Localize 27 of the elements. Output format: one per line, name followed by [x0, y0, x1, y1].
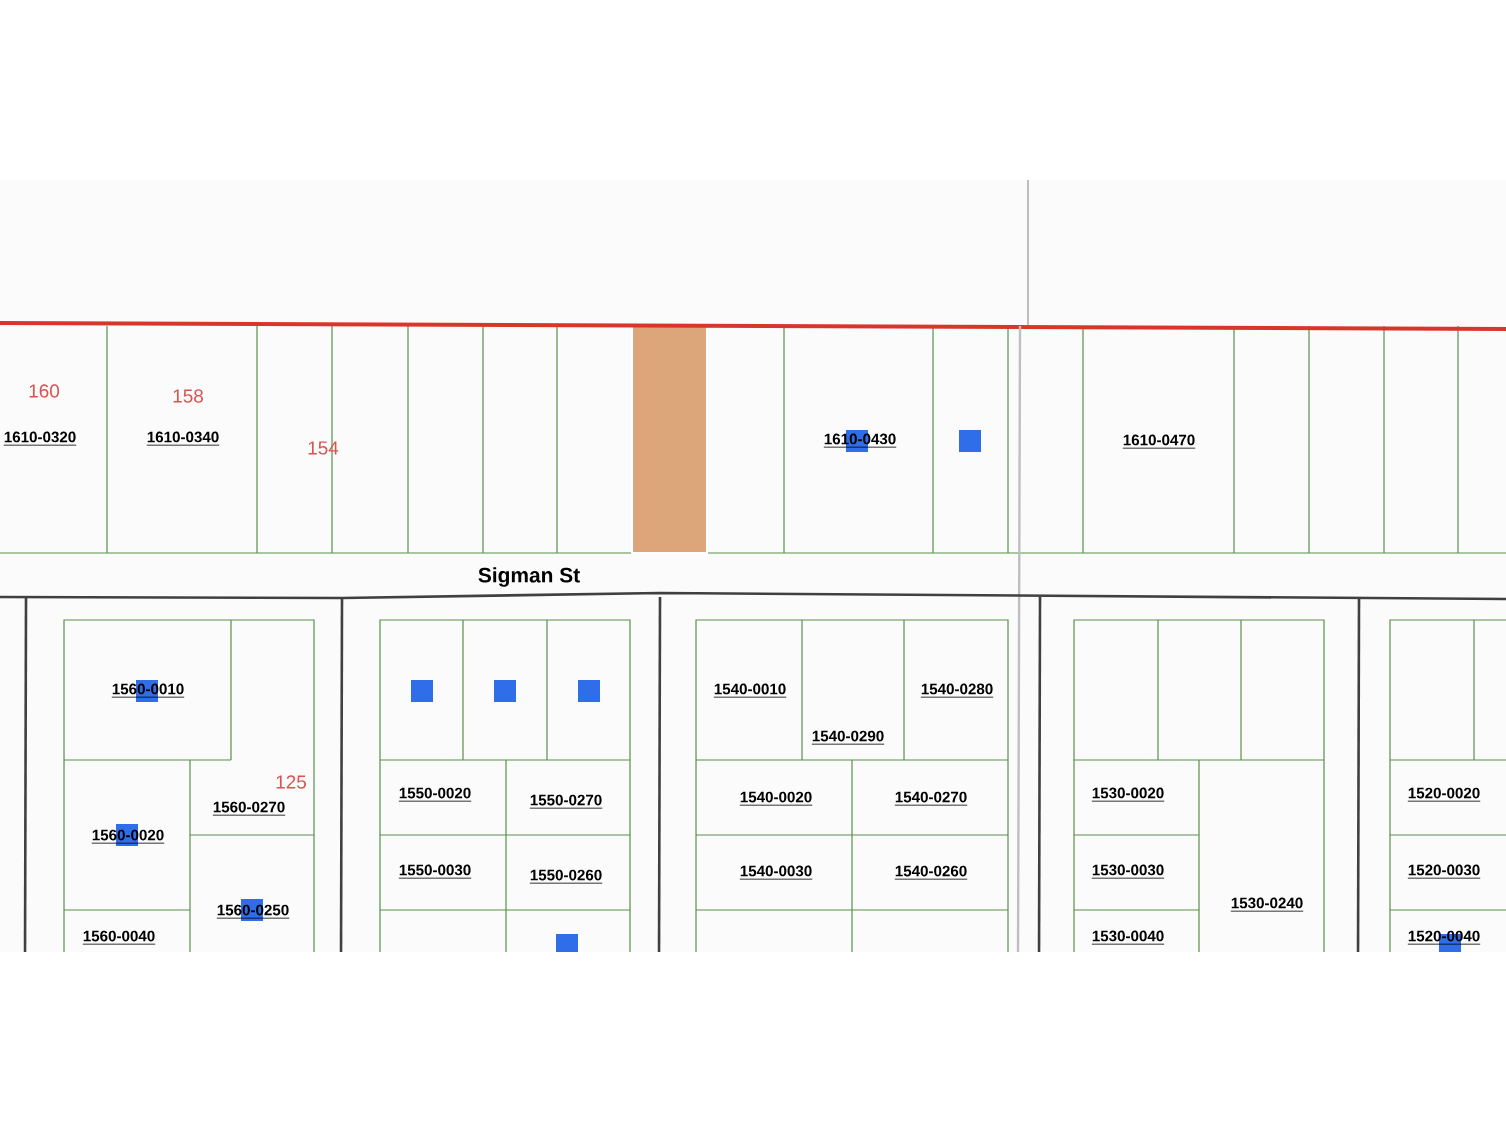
parcel-number: 1550-0270: [529, 794, 603, 809]
lot-number: 160: [29, 384, 60, 398]
parcel-number: 1540-0010: [713, 683, 787, 698]
parcel-number: 1550-0020: [398, 787, 472, 802]
parcel-number: 1550-0030: [398, 864, 472, 879]
parcel-number: 1540-0030: [739, 865, 813, 880]
parcel-number: 1560-0270: [212, 801, 286, 816]
parcel-number: 1530-0040: [1091, 930, 1165, 945]
parcel-number: 1530-0020: [1091, 787, 1165, 802]
lot-number: 158: [173, 389, 203, 403]
street-name: Sigman St: [476, 566, 582, 588]
parcel-number: 1610-0470: [1122, 434, 1196, 449]
parcel-number: 1520-0040: [1407, 930, 1481, 945]
parcel-number: 1530-0240: [1230, 897, 1304, 912]
parcel-number: 1520-0030: [1407, 864, 1481, 879]
parcel-number: 1540-0290: [811, 730, 885, 745]
parcel-number: 1550-0260: [529, 869, 603, 884]
parcel-number: 1540-0270: [894, 791, 968, 806]
parcel-number: 1540-0260: [894, 865, 968, 880]
parcel-number: 1520-0020: [1407, 787, 1481, 802]
parcel-number: 1610-0340: [146, 431, 220, 446]
parcel-number: 1540-0020: [739, 791, 813, 806]
parcel-number: 1610-0320: [3, 431, 77, 446]
lot-number: 125: [276, 775, 306, 789]
parcel-number: 1530-0030: [1091, 864, 1165, 879]
parcel-number: 1560-0040: [82, 930, 156, 945]
parcel-number: 1540-0280: [920, 683, 994, 698]
